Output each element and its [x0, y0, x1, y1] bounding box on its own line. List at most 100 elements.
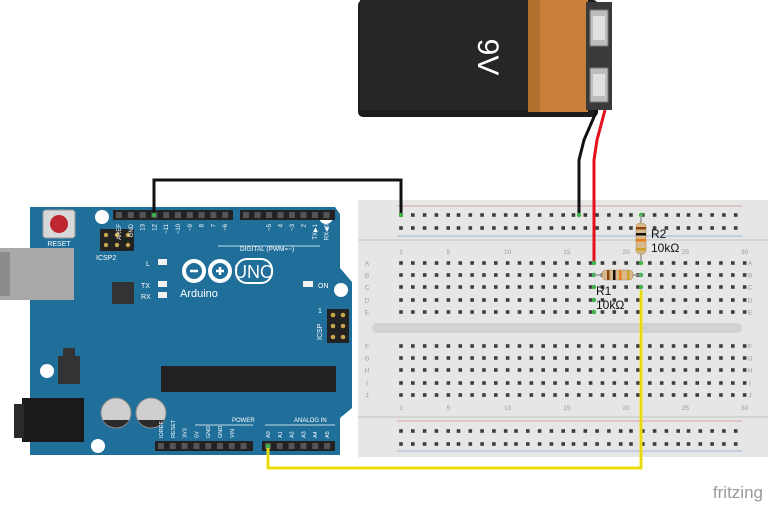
digital-pin-label: GND [129, 223, 135, 237]
led-l [158, 259, 167, 265]
row-letter: H [748, 368, 753, 375]
column-number: 30 [741, 249, 749, 256]
usb-chip [112, 282, 134, 304]
row-letter: I [749, 381, 751, 388]
row-letter: J [365, 393, 368, 400]
analog-pin-label: A3 [301, 431, 307, 438]
led-rx [158, 292, 167, 298]
r2-value: 10kΩ [651, 241, 679, 255]
column-number: 20 [623, 249, 631, 256]
voltage-regulator [58, 356, 80, 384]
reset-label: RESET [47, 241, 71, 248]
power-pin-label: GND [218, 426, 224, 438]
microcontroller-chip [161, 366, 336, 392]
analog-pin-label: A2 [290, 431, 296, 438]
digital-label: DIGITAL (PWM=~) [240, 246, 294, 253]
power-pin-labels: IOREF RESET 3V3 5V GND GND VIN [159, 419, 236, 438]
brand-label: Arduino [180, 288, 218, 300]
row-letter: B [748, 273, 752, 280]
resistor-r2 [635, 215, 647, 262]
analog-label: ANALOG IN [294, 418, 327, 424]
wire-red-battery [592, 109, 607, 262]
row-letter: B [365, 273, 369, 280]
column-number: 1 [399, 405, 403, 412]
power-label: POWER [232, 418, 255, 424]
reset-button[interactable] [42, 209, 76, 239]
usb-connector [0, 248, 74, 300]
digital-header [113, 210, 233, 220]
row-letter: C [748, 285, 753, 292]
icsp-pin1-label: 1 [318, 308, 322, 315]
row-letter: A [748, 261, 753, 268]
power-pin-label: VIN [230, 429, 236, 438]
fritzing-watermark: fritzing [713, 483, 763, 502]
column-number: 20 [623, 405, 631, 412]
arduino-logo-icon [182, 259, 232, 283]
icsp2-label: ICSP2 [96, 255, 116, 262]
led-rx-label: RX [141, 294, 151, 301]
row-letter: J [748, 393, 751, 400]
column-number: 5 [447, 405, 451, 412]
digital-pin-label: 2 [302, 223, 308, 227]
power-jack [22, 398, 84, 442]
connected-holes [151, 212, 644, 449]
digital-pin-label: 13 [141, 223, 147, 230]
battery-9v: 9V [358, 0, 612, 117]
digital-pin-label: ~6 [223, 223, 229, 231]
digital-pin-label: RX◀0 [325, 223, 331, 240]
column-number: 10 [504, 405, 512, 412]
row-letter: E [748, 310, 753, 317]
power-pin-label: GND [206, 426, 212, 438]
analog-pin-label: A1 [278, 431, 284, 438]
wire-black-gnd [152, 178, 403, 214]
power-pin-label: 5V [194, 431, 200, 438]
column-number: 25 [682, 249, 690, 256]
power-pin-label: RESET [171, 419, 177, 438]
digital-pin-label: ~5 [267, 223, 273, 231]
digital-pin-label: 8 [200, 223, 206, 227]
power-header [155, 441, 253, 451]
battery-label: 9V [471, 39, 504, 76]
digital-pin-label: ~11 [164, 223, 170, 233]
row-letter: G [747, 356, 752, 363]
row-letter: D [748, 298, 753, 305]
column-number: 1 [399, 249, 403, 256]
resistor-r1 [594, 269, 641, 281]
analog-pin-label: A4 [313, 431, 319, 438]
digital-pin-label: 4 [279, 223, 285, 227]
column-number: 5 [447, 249, 451, 256]
analog-pin-label: A0 [266, 431, 272, 438]
analog-pin-label: A5 [325, 431, 331, 438]
column-number: 30 [741, 405, 749, 412]
column-number: 15 [563, 405, 571, 412]
row-letter: F [365, 344, 369, 351]
icsp-header [327, 309, 349, 343]
digital-pin-label: AREF [117, 224, 123, 240]
row-letter: H [365, 368, 370, 375]
digital-pin-label: 7 [211, 223, 217, 227]
analog-header [262, 441, 335, 451]
r1-name: R1 [596, 284, 612, 298]
digital-pin-label: ~9 [188, 223, 194, 231]
power-pin-label: 3V3 [183, 428, 189, 438]
digital-pin-label: TX▶1 [313, 223, 319, 239]
row-letter: A [365, 261, 370, 268]
row-letter: I [366, 381, 368, 388]
digital-pin-label: ~10 [176, 223, 182, 234]
on-label: ON [318, 283, 329, 290]
led-tx [158, 281, 167, 287]
row-letter: F [748, 344, 752, 351]
row-letter: D [365, 298, 370, 305]
row-letter: C [365, 285, 370, 292]
r1-value: 10kΩ [596, 298, 624, 312]
power-pin-label: IOREF [159, 421, 165, 438]
digital-pin-label: ~3 [290, 223, 296, 231]
capacitor-icon [100, 397, 167, 429]
led-on [303, 281, 313, 287]
icsp-label: ICSP [317, 323, 324, 340]
column-number: 25 [682, 405, 690, 412]
